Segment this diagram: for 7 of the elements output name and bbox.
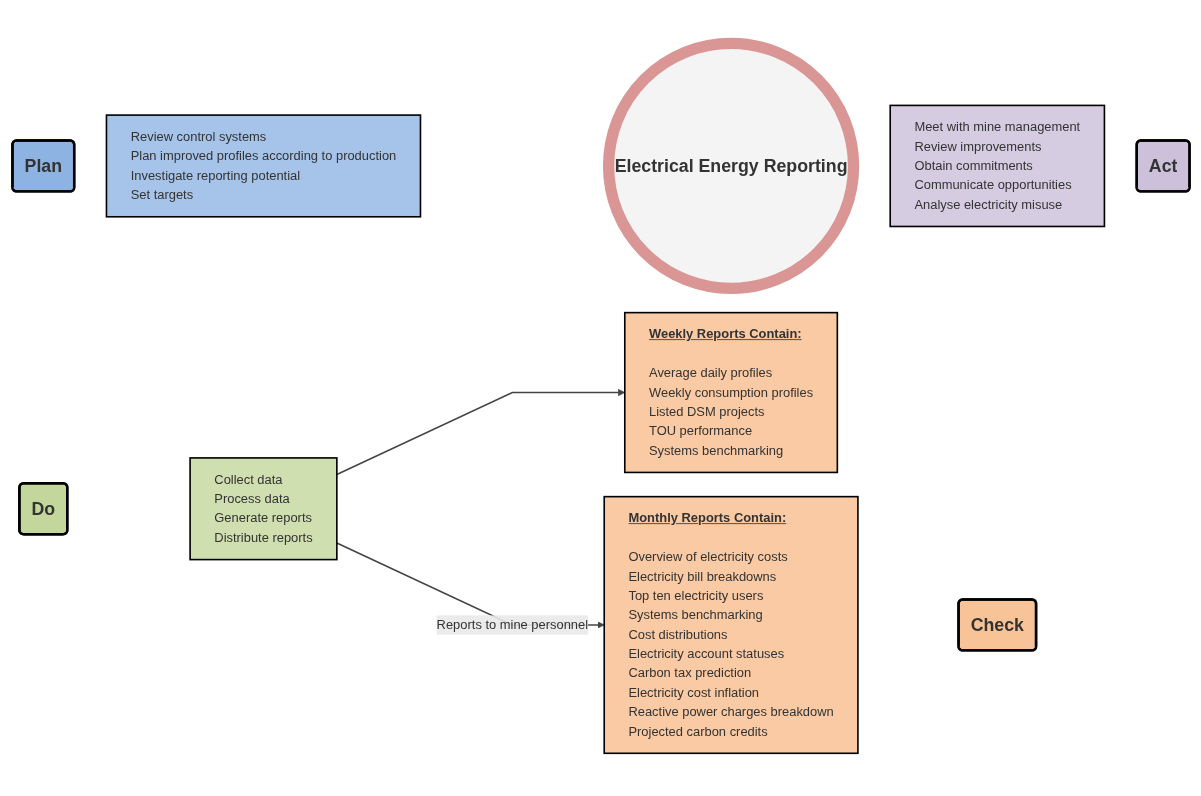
node-box: Review control systems Plan improved profiles according to production Investigate reporting potential Set targets — [105, 113, 421, 218]
node-box: Collect data Process data Generate reports Distribute reports — [188, 456, 338, 561]
node-box: Meet with mine management Review improvements Obtain commitments Communicate opportunities Analyse electricity misuse — [888, 104, 1105, 227]
node-circle: Electrical Energy Reporting — [602, 37, 859, 294]
node-box: Weekly Reports Contain: Average daily profiles Weekly consumption profiles Listed DSM projects TOU performance Systems benchmarking — [623, 311, 838, 473]
edge-label: Reports to mine personnel — [436, 617, 588, 632]
node-box: Monthly Reports Contain: Overview of electricity costs Electricity bill breakdowns Top ten electricity users Systems benchmarking Cost distributions Electricity account statuses Carbon tax prediction Electricity cost inflation Reactive power charges breakdown Projected carbon credits — [602, 495, 859, 754]
